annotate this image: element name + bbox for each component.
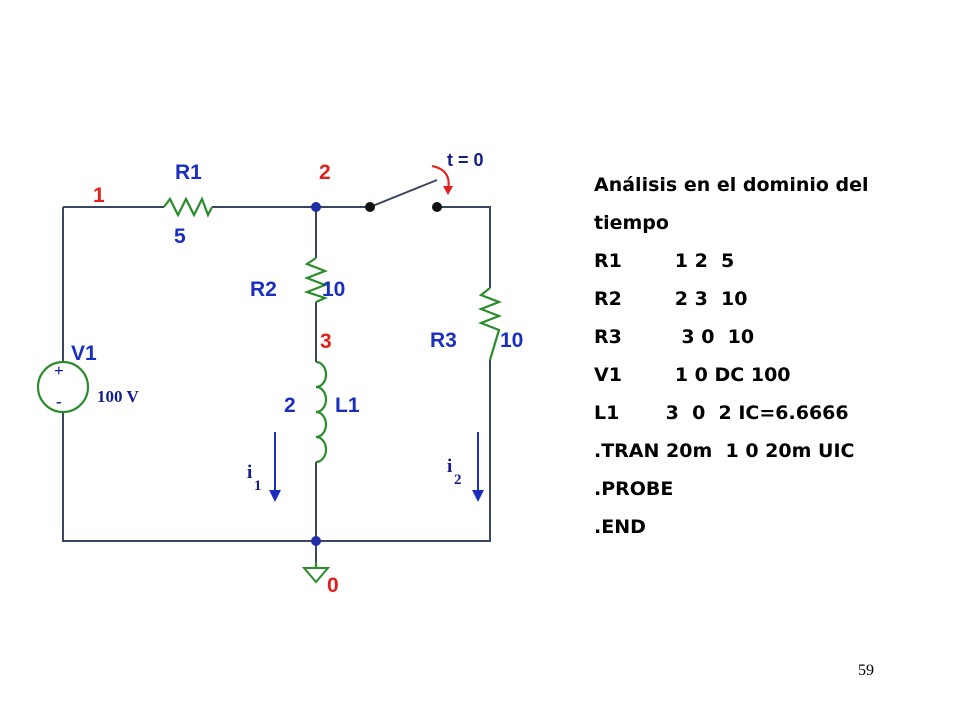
netlist-title: Análisis en el dominio del tiempo bbox=[594, 174, 869, 234]
v1-minus-sign: - bbox=[56, 392, 62, 411]
v1-value-label: 100 V bbox=[97, 387, 139, 406]
node2-dot bbox=[311, 202, 321, 212]
netlist-line-r3: R3 3 0 10 bbox=[594, 326, 755, 348]
i2-subscript: 2 bbox=[454, 472, 462, 488]
switch-blade bbox=[369, 179, 438, 208]
i1-arrow-icon bbox=[269, 432, 281, 502]
netlist-line-tran: .TRAN 20m 1 0 20m UIC bbox=[594, 440, 855, 462]
i2-arrow-icon bbox=[472, 432, 484, 502]
r2-name-label: R2 bbox=[250, 278, 277, 301]
v1-name-label: V1 bbox=[71, 342, 97, 365]
i1-subscript: 1 bbox=[254, 478, 262, 494]
netlist-line-end: .END bbox=[594, 516, 646, 538]
i1-label: i bbox=[247, 462, 252, 483]
r3-name-label: R3 bbox=[430, 329, 457, 352]
ground-symbol bbox=[301, 567, 331, 584]
r1-value-label: 5 bbox=[174, 225, 186, 248]
switch-time-label: t = 0 bbox=[447, 150, 484, 170]
l1-value-label: 2 bbox=[284, 394, 296, 417]
netlist-line-probe: .PROBE bbox=[594, 478, 674, 500]
node0-label: 0 bbox=[327, 574, 339, 597]
node0-dot bbox=[311, 536, 321, 546]
r2-value-label: 10 bbox=[322, 278, 345, 301]
r1-name-label: R1 bbox=[175, 161, 202, 184]
wire-bottom-loop bbox=[62, 360, 491, 542]
r2-resistor bbox=[303, 257, 329, 304]
wires bbox=[62, 179, 491, 562]
page-number: 59 bbox=[858, 662, 874, 679]
l1-inductor bbox=[315, 360, 328, 464]
switch-right-contact bbox=[432, 202, 442, 212]
v1-plus-sign: + bbox=[54, 361, 64, 380]
netlist-line-v1: V1 1 0 DC 100 bbox=[594, 364, 791, 386]
r1-resistor bbox=[163, 196, 213, 218]
wire-switch-r3 bbox=[437, 206, 491, 288]
v1-source bbox=[36, 360, 90, 414]
switch-arrow-head bbox=[443, 186, 453, 195]
l1-name-label: L1 bbox=[335, 394, 360, 417]
node1-label: 1 bbox=[93, 184, 105, 207]
netlist-line-r2: R2 2 3 10 bbox=[594, 288, 748, 310]
spice-netlist: Análisis en el dominio del tiempo R1 1 2… bbox=[594, 166, 924, 546]
node3-label: 3 bbox=[320, 330, 332, 353]
netlist-line-l1: L1 3 0 2 IC=6.6666 bbox=[594, 402, 849, 424]
r3-value-label: 10 bbox=[500, 329, 523, 352]
node2-label: 2 bbox=[319, 161, 331, 184]
netlist-line-r1: R1 1 2 5 bbox=[594, 250, 735, 272]
i2-label: i bbox=[447, 456, 452, 477]
r3-resistor bbox=[477, 287, 503, 361]
switch-left-contact bbox=[365, 202, 375, 212]
